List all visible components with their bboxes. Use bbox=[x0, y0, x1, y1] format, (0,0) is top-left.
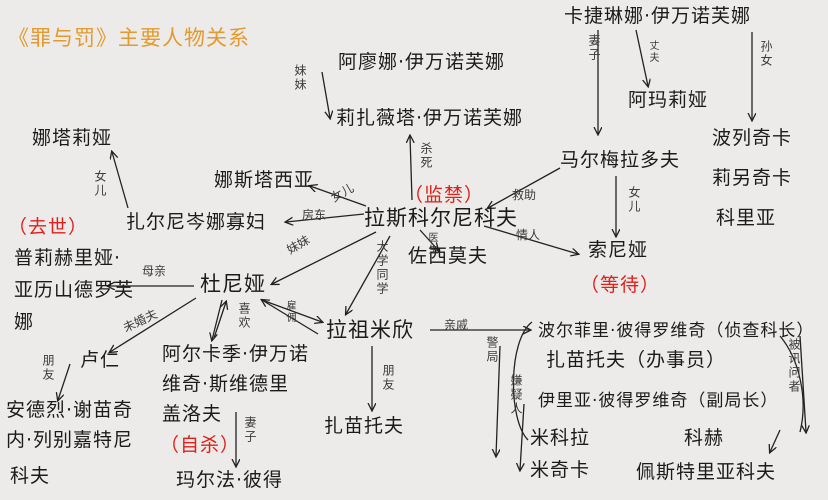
label-relative: 亲戚 bbox=[444, 318, 469, 332]
edge-rask-nastasia bbox=[310, 186, 367, 207]
edge-arkady-dunya bbox=[213, 302, 226, 339]
label-employer: 雇佣 bbox=[284, 300, 295, 324]
node-marmeladov: 马尔梅拉多夫 bbox=[560, 149, 681, 171]
edge-interrogated-2 bbox=[770, 429, 781, 452]
label-like: 喜欢 bbox=[237, 302, 251, 330]
label-police: 警局 bbox=[485, 336, 499, 364]
node-koch: 科赫 bbox=[684, 427, 725, 449]
tag-suicide: （自杀） bbox=[160, 434, 241, 456]
node-kolya: 科里亚 bbox=[716, 207, 777, 229]
node-zamyotov2: 扎苗托夫（办事员） bbox=[546, 349, 727, 371]
label-doctor: 医生 bbox=[426, 232, 437, 256]
node-arkady-3: 盖洛夫 bbox=[162, 403, 223, 425]
node-zarnitsyna: 扎尔尼岑娜寡妇 bbox=[126, 211, 267, 233]
edge-dunya-luzhin bbox=[110, 297, 197, 352]
node-ilya: 伊里亚·彼得罗维奇（副局长） bbox=[538, 391, 779, 411]
node-zametov: 扎苗托夫 bbox=[324, 415, 405, 437]
edge-rask-sonya bbox=[483, 225, 578, 254]
label-murder: 杀死 bbox=[419, 142, 433, 170]
label-classmate: 大学同学 bbox=[375, 240, 389, 296]
label-interrogated: 被讯问者 bbox=[787, 338, 801, 394]
edge-rask-zosimov bbox=[419, 229, 438, 250]
label-rescue: 救助 bbox=[512, 188, 537, 202]
node-luzhin: 卢仁 bbox=[80, 349, 121, 371]
diagram-title: 《罪与罚》主要人物关系 bbox=[8, 26, 250, 50]
edge-marm-rask bbox=[488, 167, 561, 208]
node-mikola: 米科拉 bbox=[530, 427, 591, 449]
node-katerina: 卡捷琳娜·伊万诺芙娜 bbox=[564, 5, 752, 27]
edge-rask-dunya bbox=[272, 231, 377, 284]
edge-luzhin-andrey bbox=[58, 363, 71, 400]
node-arkady-2: 维奇·斯维德里 bbox=[162, 373, 290, 395]
label-landlady: 房东 bbox=[302, 208, 327, 222]
node-sonya: 索尼娅 bbox=[588, 239, 649, 261]
label-daughter1: 女儿 bbox=[93, 170, 107, 198]
node-amalia: 阿玛莉娅 bbox=[628, 89, 709, 111]
node-nastasia: 娜斯塔西亚 bbox=[214, 169, 315, 191]
edge-alyona-lizaveta bbox=[321, 71, 330, 118]
edge-interrogated-koch bbox=[799, 335, 806, 432]
node-lizaveta: 莉扎薇塔·伊万诺芙娜 bbox=[336, 107, 524, 129]
edge-rask-zarn bbox=[286, 213, 365, 222]
label-daughter3: 女儿 bbox=[627, 186, 641, 214]
node-dunya: 杜尼娅 bbox=[200, 272, 266, 296]
bracket-interrogated bbox=[779, 335, 804, 433]
node-marfa: 玛尔法·彼得 bbox=[176, 469, 284, 491]
node-pulcheria-1: 普莉赫里娅· bbox=[14, 247, 122, 269]
label-husband: 丈夫 bbox=[647, 40, 658, 64]
edge-katerina-amalia bbox=[635, 29, 648, 86]
edge-police-ilya bbox=[496, 345, 501, 456]
node-pulcheria-2: 亚历山德罗芙 bbox=[14, 279, 135, 301]
edge-dunya-razum bbox=[261, 299, 322, 322]
tag-dead: （去世） bbox=[8, 216, 89, 238]
node-andrey-2: 内·列别嘉特尼 bbox=[6, 429, 134, 451]
edge-rask-lizaveta bbox=[410, 136, 412, 201]
node-zosimov: 佐西莫夫 bbox=[408, 245, 489, 267]
node-lida: 莉另奇卡 bbox=[712, 167, 793, 189]
label-painter: 嫌疑人 bbox=[509, 374, 523, 416]
node-mitka: 米奇卡 bbox=[530, 459, 591, 481]
label-granddaughter: 孙女 bbox=[759, 40, 773, 68]
label-friend1: 朋友 bbox=[41, 354, 55, 382]
node-pulcheria-3: 娜 bbox=[14, 311, 35, 333]
node-andrey-3: 科夫 bbox=[10, 465, 51, 487]
bracket-police-cluster bbox=[512, 321, 533, 441]
edge-natalia-zarn bbox=[112, 152, 129, 209]
node-arkady-1: 阿尔卡季·伊万诺 bbox=[162, 343, 310, 365]
label-lover: 情人 bbox=[516, 228, 541, 242]
label-mother: 母亲 bbox=[142, 264, 167, 278]
edge-razum-dunya bbox=[262, 300, 319, 335]
node-pestryakov: 佩斯特里亚科夫 bbox=[636, 461, 777, 483]
edge-rask-razum bbox=[346, 235, 391, 314]
node-porfiry: 波尔菲里·彼得罗维奇（侦查科长） bbox=[538, 321, 815, 341]
node-andrey-1: 安德烈·谢苗奇 bbox=[6, 399, 134, 421]
tag-wait: （等待） bbox=[580, 274, 661, 296]
label-wife: 妻子 bbox=[587, 34, 601, 62]
node-razumikhin: 拉祖米欣 bbox=[326, 318, 414, 342]
tag-prison: （监禁） bbox=[404, 184, 485, 206]
label-friend2: 朋友 bbox=[381, 364, 395, 392]
node-natalia: 娜塔莉娅 bbox=[32, 127, 113, 149]
label-wife2: 妻子 bbox=[243, 416, 257, 444]
edge-police-mitka bbox=[520, 403, 525, 470]
node-raskolnikov: 拉斯科尔尼科夫 bbox=[364, 206, 518, 230]
node-alyona: 阿廖娜·伊万诺芙娜 bbox=[338, 51, 506, 73]
label-sister: 妹妹 bbox=[293, 64, 307, 92]
node-polya: 波列奇卡 bbox=[712, 127, 793, 149]
